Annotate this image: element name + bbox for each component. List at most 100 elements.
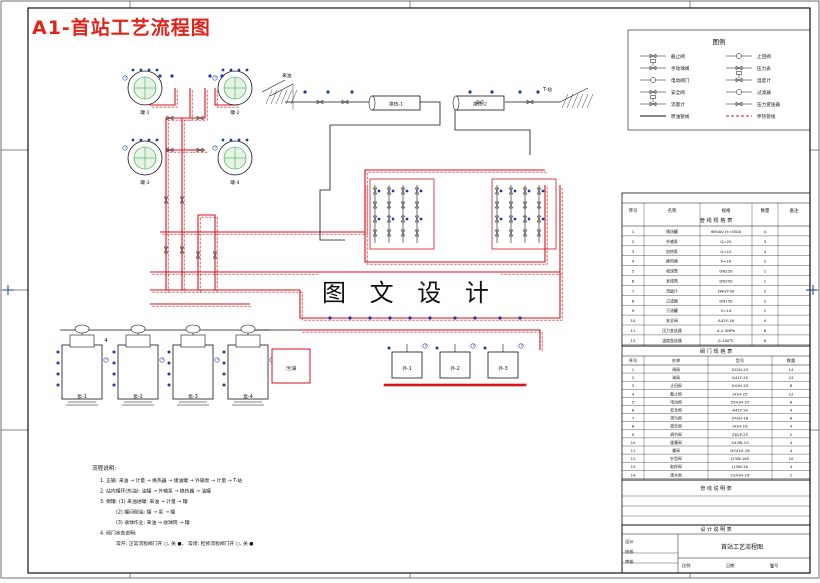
table-cell: Q=25 bbox=[720, 239, 732, 244]
valve-closed-marker bbox=[499, 217, 503, 221]
incoming-label: 来油 bbox=[282, 72, 292, 79]
table-cell: 调节阀 bbox=[670, 432, 682, 437]
valve-body bbox=[649, 101, 657, 107]
table-cell: 疏水阀 bbox=[670, 472, 682, 477]
heat-trace-line bbox=[302, 331, 543, 353]
table-cell: 温度变送器 bbox=[662, 338, 682, 343]
instrument-marker bbox=[368, 316, 372, 320]
sump-label: 污油 bbox=[286, 364, 296, 372]
table-cell: D341H-16 bbox=[730, 448, 750, 453]
valve-icon bbox=[386, 229, 392, 237]
table-header-cell: 型号 bbox=[736, 357, 744, 364]
table-cell: X43W-10 bbox=[731, 440, 749, 445]
crude-pipe-line bbox=[150, 185, 561, 319]
valve-body bbox=[522, 201, 528, 209]
valve-icon bbox=[414, 187, 420, 195]
notes-line: (2) 罐间倒油: 罐 → 泵 → 罐 bbox=[116, 509, 175, 516]
gauge-needle bbox=[520, 344, 523, 347]
table-cell: 换热器 bbox=[666, 259, 678, 264]
table-cell: 6 bbox=[632, 408, 635, 413]
table-cell: 针型阀 bbox=[670, 456, 682, 461]
table-cell: 止回阀 bbox=[670, 383, 682, 388]
valve-body bbox=[195, 251, 201, 259]
table-header-cell: 数量 bbox=[787, 357, 795, 364]
table-cell: 9 bbox=[632, 308, 635, 313]
table-cell: A42Y-16 bbox=[732, 408, 748, 413]
valve-icon bbox=[196, 147, 204, 153]
valve-icon bbox=[494, 187, 500, 195]
heat-trace-line bbox=[216, 90, 241, 108]
instrument-marker bbox=[303, 90, 307, 94]
instrument-marker bbox=[167, 383, 171, 387]
table-cell: 1 bbox=[764, 269, 767, 274]
table-header-cell: 名称 bbox=[668, 207, 677, 214]
valve-body bbox=[372, 215, 378, 223]
title-block: 管 线 说 明 表设 计 说 明 表首站工艺流程图设计校核审核比例日期图号1 bbox=[621, 479, 811, 574]
table-cell: J41H-16 bbox=[731, 424, 748, 429]
notes-line: 4. 阀门状态说明: bbox=[100, 530, 137, 537]
legend-item-label: 过滤器 bbox=[757, 89, 771, 96]
valve-open-marker bbox=[405, 189, 409, 193]
drawing-name: 首站工艺流程图 bbox=[721, 543, 763, 551]
table-cell: J23W-160 bbox=[730, 456, 750, 461]
table-cell: 外输泵 bbox=[666, 239, 678, 244]
pump-motor bbox=[69, 334, 95, 348]
valve-icon bbox=[400, 229, 406, 237]
valve-icon bbox=[735, 77, 743, 83]
instrument-marker bbox=[518, 90, 522, 94]
valve-body bbox=[494, 187, 500, 195]
table-cell: 取样阀 bbox=[670, 464, 682, 469]
storage-tank: 罐-4 bbox=[212, 138, 253, 186]
valve-body bbox=[179, 196, 185, 204]
line-instruments bbox=[158, 74, 540, 320]
table-cell: 7 bbox=[632, 288, 635, 293]
instrument-marker bbox=[490, 90, 494, 94]
exchanger-label: 换热-2 bbox=[473, 101, 487, 108]
valve-icon bbox=[386, 187, 392, 195]
valve-body bbox=[212, 251, 218, 259]
valve-icon bbox=[372, 215, 378, 223]
valve-body bbox=[386, 187, 392, 195]
tank-nozzle bbox=[155, 138, 159, 142]
table-header-cell: 序号 bbox=[629, 357, 637, 364]
tank-nozzle bbox=[147, 68, 151, 72]
table-cell: LWGY-50 bbox=[718, 288, 735, 293]
manifold-frame bbox=[369, 178, 435, 250]
sheet-number: 1 bbox=[771, 564, 774, 570]
legend-symbol bbox=[736, 89, 742, 95]
title-block-field: 校核 bbox=[625, 548, 634, 555]
valve-icon bbox=[735, 101, 743, 107]
tank-outlet-pipe bbox=[197, 214, 218, 293]
table-cell: 2 bbox=[764, 259, 767, 264]
notes-line: (3) 收球作业: 来油 → 收球筒 → 罐 bbox=[116, 519, 190, 526]
sump-frame bbox=[271, 348, 311, 384]
table-cell: V=10 bbox=[721, 308, 732, 313]
ramp-hatch bbox=[576, 93, 584, 109]
process-pipes bbox=[60, 101, 560, 331]
pressure-gauge-icon bbox=[159, 357, 165, 363]
valve-body bbox=[372, 187, 378, 195]
valve-icon bbox=[649, 101, 657, 107]
instrument-marker bbox=[222, 350, 226, 354]
ramp-hatch bbox=[265, 89, 273, 105]
crude-pipe-line bbox=[300, 329, 541, 350]
export-pump-skid bbox=[383, 383, 527, 387]
table-cell: 14 bbox=[631, 472, 636, 477]
table-cell: DN250 bbox=[719, 269, 733, 274]
instrument-marker bbox=[428, 316, 432, 320]
instrument-marker bbox=[222, 361, 226, 365]
valve-body bbox=[508, 215, 514, 223]
valve-body bbox=[166, 147, 174, 153]
feed-pump: 泵-2 bbox=[112, 324, 165, 406]
crude-pipe-line bbox=[181, 88, 206, 290]
valve-icon bbox=[414, 229, 420, 237]
ramp-hatch bbox=[561, 93, 569, 109]
flow-notes: 流程说明:1. 正输: 来油 → 计量 → 换热器 → 储油罐 → 外输泵 → … bbox=[92, 464, 253, 547]
title-block-frame bbox=[621, 524, 811, 574]
pump-inlet-head bbox=[240, 324, 256, 334]
valve-open-marker bbox=[391, 189, 395, 193]
legend-item-label: 截止阀 bbox=[671, 53, 685, 60]
